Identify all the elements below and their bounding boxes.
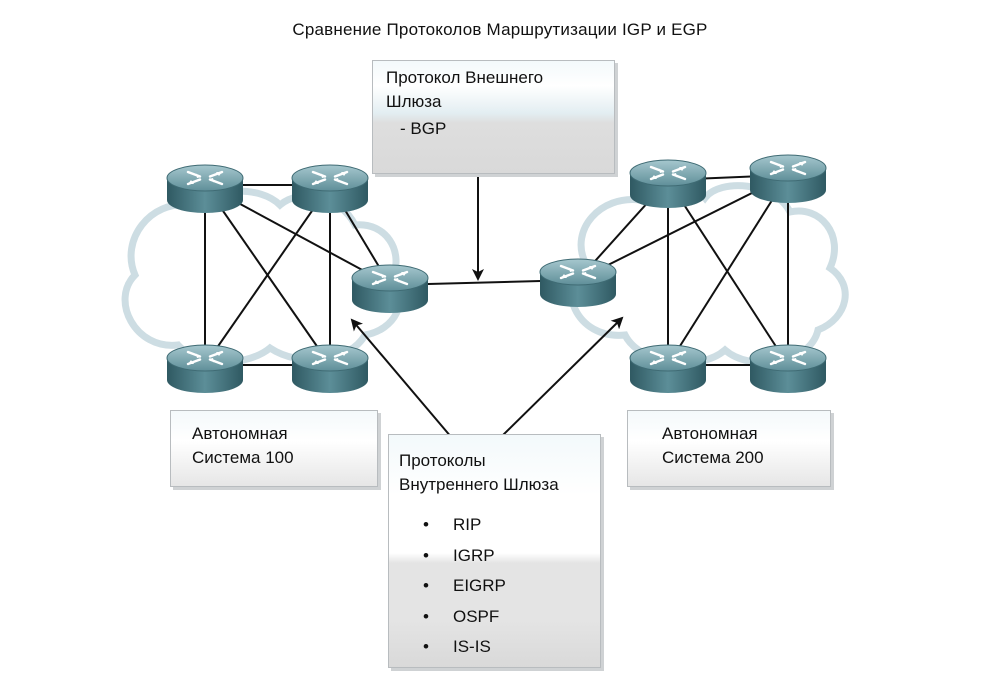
- list-item: • IS-IS: [423, 632, 506, 663]
- as200-line1: Автономная: [662, 424, 758, 443]
- protocol-name: IGRP: [453, 545, 495, 565]
- igp-box-line1: Протоколы: [399, 451, 486, 470]
- router-icon: [538, 257, 618, 309]
- router-icon: [748, 153, 828, 205]
- egp-box-item: - BGP: [400, 119, 447, 138]
- router-icon: [748, 343, 828, 395]
- router-icon: [628, 343, 708, 395]
- list-item: • EIGRP: [423, 571, 506, 602]
- protocol-name: IS-IS: [453, 637, 491, 656]
- as100-line1: Автономная: [192, 424, 288, 443]
- protocol-name: EIGRP: [453, 576, 506, 595]
- egp-box-line2: Шлюза: [386, 92, 442, 111]
- arrow-icon-igp-left: [350, 318, 453, 439]
- list-item: • OSPF: [423, 602, 506, 633]
- arrow-icon-igp-right: [499, 316, 624, 439]
- as100-label-box: Автономная Система 100: [170, 410, 378, 487]
- router-icon: [290, 163, 370, 215]
- router-icon: [290, 343, 370, 395]
- router-icon: [350, 263, 430, 315]
- router-icon: [165, 163, 245, 215]
- igp-protocols-box: Протоколы Внутреннего Шлюза • RIP • IGRP •…: [388, 434, 601, 668]
- protocol-name: RIP: [453, 515, 482, 534]
- router-icon: [165, 343, 245, 395]
- list-item: • RIP: [423, 510, 506, 541]
- egp-protocol-box: Протокол Внешнего Шлюза - BGP: [372, 60, 615, 174]
- bullet-icon: •: [423, 545, 429, 565]
- bullet-icon: •: [423, 515, 429, 534]
- as100-line2: Система 100: [192, 448, 294, 467]
- bullet-icon: •: [423, 637, 429, 656]
- router-icon: [628, 158, 708, 210]
- as200-line2: Система 200: [662, 448, 764, 467]
- igp-box-line2: Внутреннего Шлюза: [399, 475, 559, 494]
- bullet-icon: •: [423, 606, 429, 626]
- as200-label-box: Автономная Система 200: [627, 410, 831, 487]
- egp-box-line1: Протокол Внешнего: [386, 68, 544, 87]
- diagram-title: Сравнение Протоколов Маршрутизации IGP и…: [292, 20, 708, 39]
- bullet-icon: •: [423, 576, 429, 595]
- protocol-name: OSPF: [453, 606, 500, 626]
- list-item: • IGRP: [423, 541, 506, 572]
- igp-protocol-list: • RIP • IGRP • EIGRP • OSPF • IS-IS: [423, 510, 506, 663]
